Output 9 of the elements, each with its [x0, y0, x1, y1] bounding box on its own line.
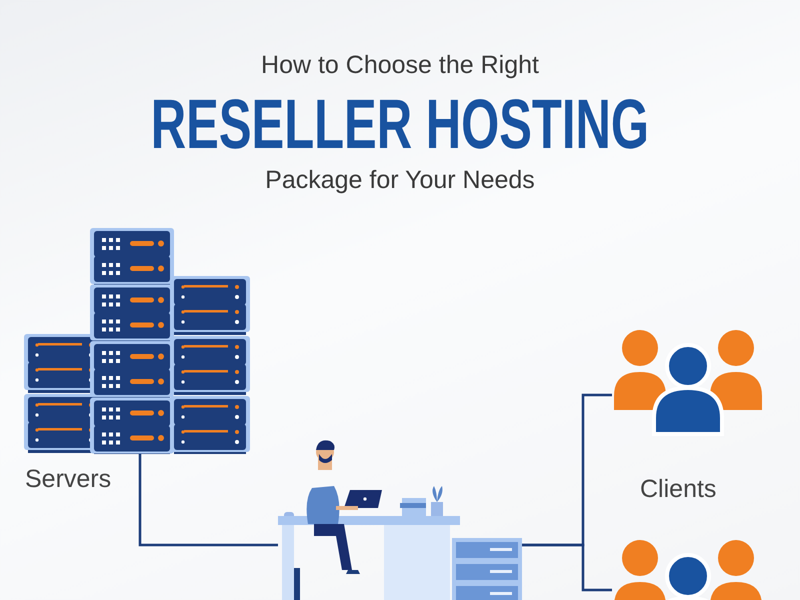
subtitle: Package for Your Needs [265, 166, 535, 194]
connector-line [138, 454, 278, 546]
server-rack-drawing [22, 226, 252, 454]
node-caption: Clients [640, 475, 716, 504]
connector-line [522, 544, 612, 592]
title: RESELLER HOSTING [150, 86, 650, 162]
subtitle: How to Choose the Right [261, 51, 539, 79]
person-at-desk-drawing [278, 440, 524, 600]
node-caption: Servers [25, 465, 112, 494]
